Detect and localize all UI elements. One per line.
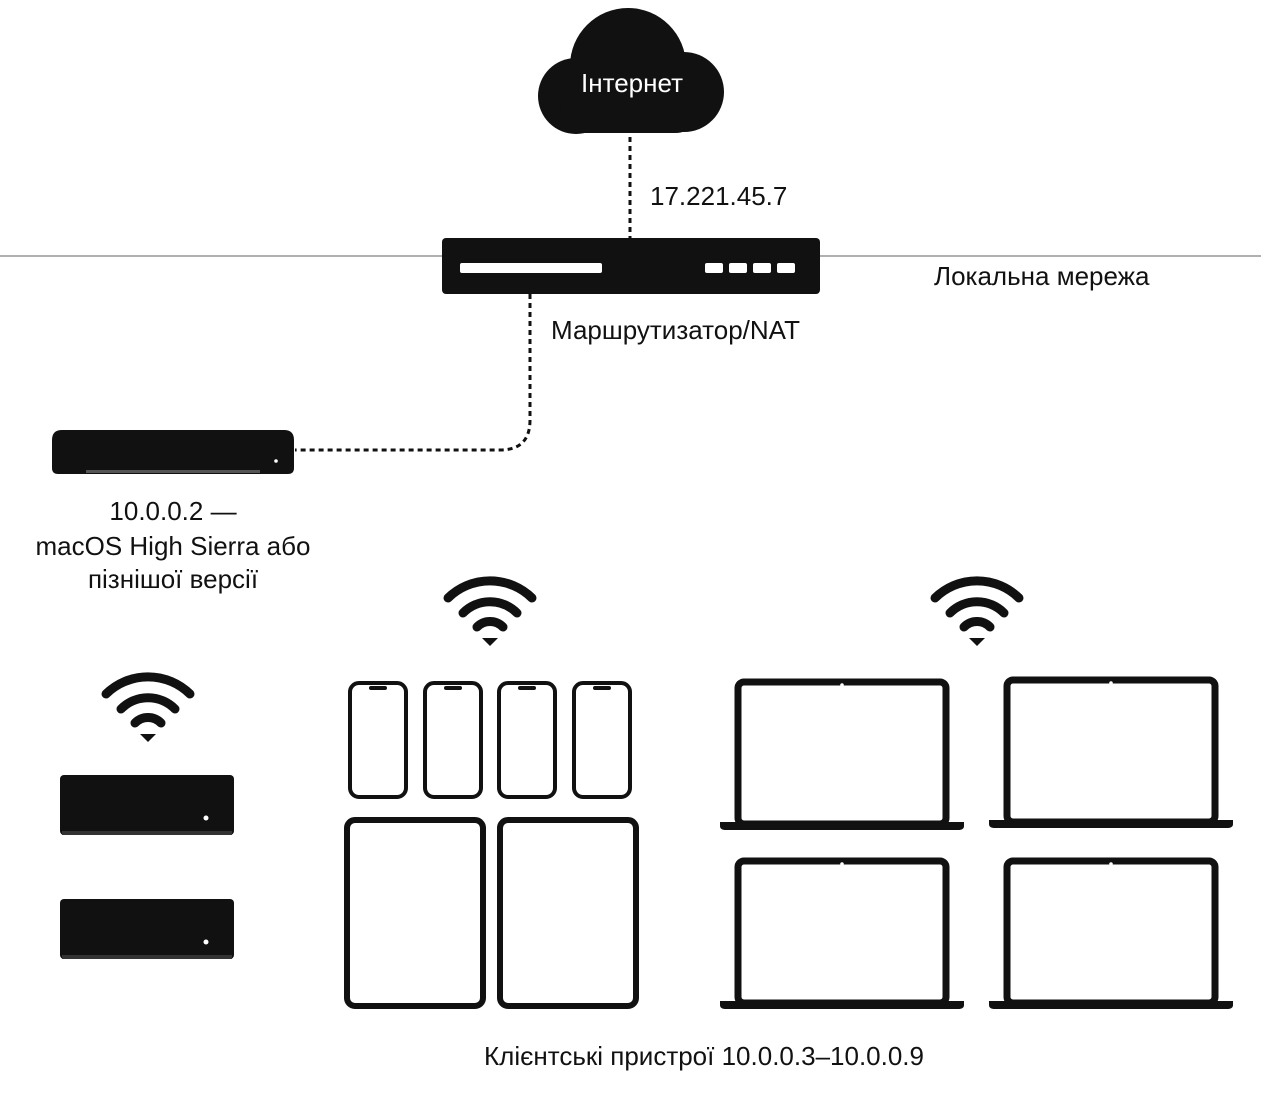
cloud-icon xyxy=(538,8,724,134)
internet-label: Інтернет xyxy=(581,68,683,98)
apple-tv-icon xyxy=(60,899,234,959)
iphone-icon xyxy=(572,681,632,799)
public-ip-label: 17.221.45.7 xyxy=(650,181,788,211)
mac-mini-icon xyxy=(52,430,294,474)
server-link xyxy=(295,294,532,452)
server-label-line3: пізнішої версії xyxy=(87,564,259,594)
wifi-icon xyxy=(935,581,1019,646)
macbook-icon xyxy=(989,861,1233,1009)
apple-tv-icon xyxy=(60,775,234,835)
iphone-icon xyxy=(348,681,408,799)
clients-label: Клієнтські пристрої 10.0.0.3–10.0.0.9 xyxy=(484,1041,924,1071)
macbook-icon xyxy=(989,680,1233,828)
iphone-icon xyxy=(423,681,483,799)
server-label-line1: 10.0.0.2 — xyxy=(109,496,237,526)
router-label: Маршрутизатор/NAT xyxy=(551,315,800,345)
wifi-icon xyxy=(106,677,190,742)
local-network-label: Локальна мережа xyxy=(934,261,1150,291)
ipad-icon xyxy=(344,817,486,1009)
macbook-icon xyxy=(720,682,964,830)
server-label-line2: macOS High Sierra або xyxy=(35,531,311,561)
wifi-icon xyxy=(448,581,532,646)
ipad-icon xyxy=(497,817,639,1009)
iphone-icon xyxy=(497,681,557,799)
macbook-icon xyxy=(720,861,964,1009)
router-icon xyxy=(442,238,820,294)
